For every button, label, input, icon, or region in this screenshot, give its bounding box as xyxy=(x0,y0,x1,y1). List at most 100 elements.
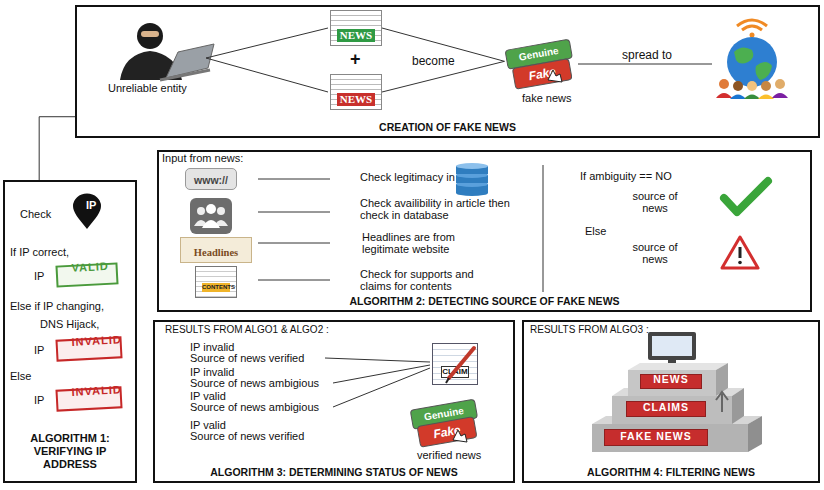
person-head xyxy=(775,79,785,89)
text-label: source of news xyxy=(625,241,685,265)
icon-text: INVALID xyxy=(71,384,106,399)
box-title: CREATION OF FAKE NEWS xyxy=(81,121,814,133)
pen-tip xyxy=(446,378,449,383)
text-label: Check availibility in article then check… xyxy=(360,197,515,221)
leader-line xyxy=(258,179,330,180)
text-label: Unreliable entity xyxy=(108,82,187,94)
leader-line xyxy=(333,368,430,407)
person-head xyxy=(217,207,225,215)
person-body xyxy=(716,93,732,98)
hand-cursor xyxy=(453,430,467,442)
warning-sign xyxy=(722,237,758,268)
text-label: Else if IP changing, xyxy=(10,300,104,312)
text-label: RESULTS FROM ALGO3 : xyxy=(530,324,649,336)
laptop-base xyxy=(160,70,210,80)
globe-people xyxy=(716,20,788,99)
icon-text: CONTENTS xyxy=(202,283,230,292)
text-label: Else xyxy=(585,225,606,237)
text-label: Input from news: xyxy=(162,152,243,164)
icon-text: www:// xyxy=(190,174,232,186)
text-label: source of news xyxy=(625,190,685,214)
panel-box: ALGORITHM 1: VERIFYING IP ADDRESSIPVALID… xyxy=(3,180,137,483)
icon-text: NEWS xyxy=(337,93,375,106)
pin-outline xyxy=(73,194,101,230)
www-icon: www:// xyxy=(185,168,237,190)
people-tile xyxy=(190,198,232,234)
database-icon xyxy=(456,163,488,196)
stair-step: CLAIMS xyxy=(626,401,706,417)
fake-genuine-key: FakeGenuine xyxy=(410,399,483,454)
flow-line xyxy=(578,64,712,65)
monitor-screen xyxy=(652,336,692,356)
person-head xyxy=(761,81,771,91)
leader-line xyxy=(325,358,430,362)
warning-dot xyxy=(738,261,742,265)
hacker-head xyxy=(137,23,163,49)
icon-text: IP xyxy=(86,199,88,220)
connector-line xyxy=(39,117,75,180)
person-head xyxy=(747,81,757,91)
invalid-stamp: INVALID xyxy=(55,386,122,411)
text-label: Check legitimacy in xyxy=(360,171,455,183)
text-label: IP xyxy=(34,344,44,356)
stairs xyxy=(592,363,762,452)
step-side xyxy=(748,416,762,452)
icon-text: NEWS xyxy=(645,373,697,385)
news-icon: NEWS xyxy=(330,10,382,46)
box-title: ALGORITHM 4: FILTERING NEWS xyxy=(528,466,814,478)
hacker-eyes xyxy=(141,31,159,37)
flow-line xyxy=(206,58,328,92)
text-label: IP invalid xyxy=(190,367,234,378)
person-body xyxy=(202,220,220,228)
icon-text: CLAIM xyxy=(441,366,469,378)
text-label: Source of news verified xyxy=(190,353,304,364)
globe xyxy=(727,37,777,87)
text-label: fake news xyxy=(522,92,572,104)
text-label: spread to xyxy=(622,48,672,62)
icon-text: INVALID xyxy=(71,334,106,349)
leader-line xyxy=(258,280,330,281)
step-front xyxy=(592,424,748,452)
text-label: IP xyxy=(34,270,44,282)
monitor-frame xyxy=(648,332,696,360)
news-icon: NEWS xyxy=(330,74,382,110)
text-label: DNS Hijack, xyxy=(40,318,99,330)
text-label: IP valid xyxy=(190,420,226,431)
headlines-icon: Headlines xyxy=(180,237,252,263)
wifi-arc xyxy=(742,26,762,30)
panel-box: ALGORITHM 2: DETECTING SOURCE OF FAKE NE… xyxy=(157,150,812,312)
ip-pin: IP xyxy=(72,193,102,230)
text-label: Source of news verified xyxy=(190,431,304,442)
icon-text: NEWS xyxy=(337,29,375,42)
person-body xyxy=(730,95,746,100)
text-label: become xyxy=(412,54,455,68)
icon-text: CLAIMS xyxy=(631,401,701,413)
flow-line xyxy=(206,28,328,58)
contents-icon: CONTENTS xyxy=(195,266,237,298)
divider-line xyxy=(543,165,544,292)
box-title: ALGORITHM 3: DETERMINING STATUS OF NEWS xyxy=(159,466,509,478)
person-head xyxy=(733,81,743,91)
hand-cursor xyxy=(548,70,562,82)
invalid-stamp: INVALID xyxy=(55,336,122,361)
monitor-icon xyxy=(648,332,696,363)
text-label: Else xyxy=(10,370,31,382)
db-layer xyxy=(456,190,488,196)
up-arrow xyxy=(716,392,728,412)
person-body xyxy=(758,95,774,100)
icon-text: Headlines xyxy=(185,247,247,259)
claim-icon: CLAIM xyxy=(432,343,478,385)
step-side xyxy=(732,388,744,424)
text-label: IP invalid xyxy=(190,342,234,353)
hacker-figure xyxy=(120,23,214,80)
person-head xyxy=(197,207,205,215)
text-label: verified news xyxy=(417,449,481,461)
check-mark xyxy=(724,181,768,212)
pen xyxy=(449,348,474,378)
text-label: + xyxy=(350,50,361,68)
pin-shape xyxy=(72,193,102,230)
person-head xyxy=(206,204,216,214)
person-head xyxy=(719,79,729,89)
person-body xyxy=(744,95,760,100)
